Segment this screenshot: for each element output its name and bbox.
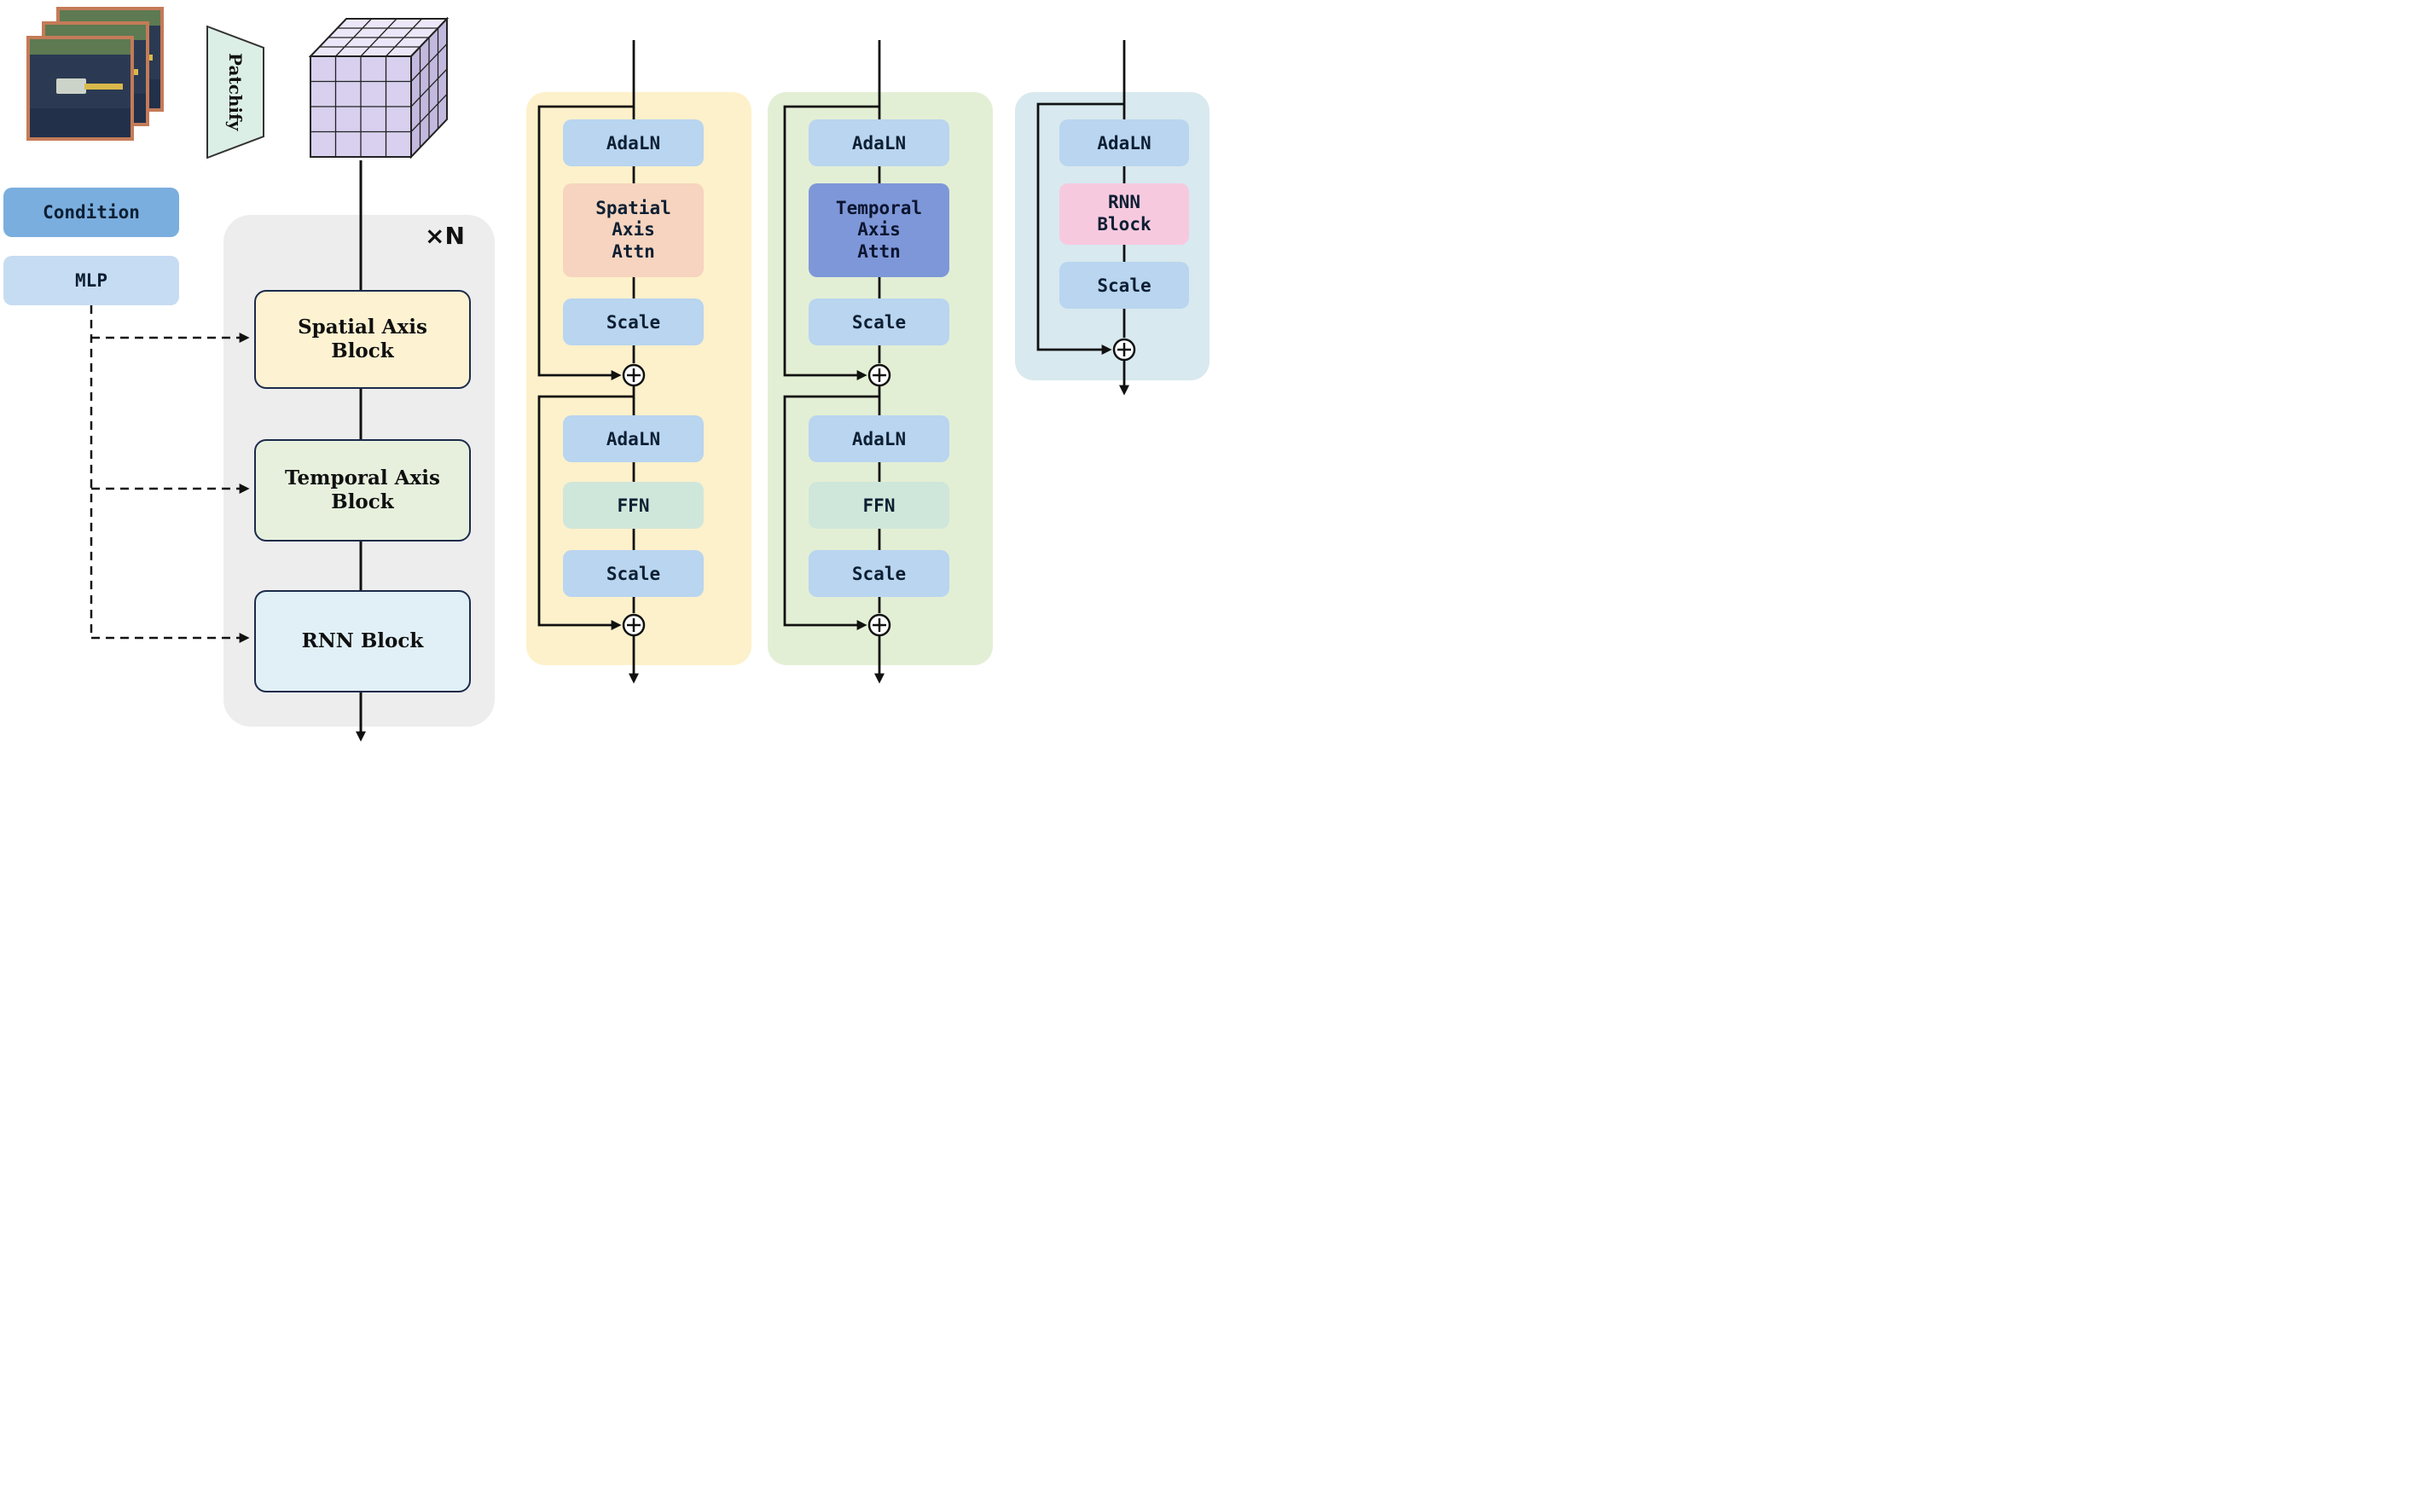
scale-box: Scale [1059, 262, 1189, 309]
adaln-label: AdaLN [851, 428, 907, 449]
repeat-count-label: ×N [425, 222, 465, 250]
scale-box: Scale [809, 298, 949, 345]
spatial-attn-label: Spatial Axis Attn [595, 197, 671, 262]
architecture-diagram: Patchify Condition MLP ×N Spat [0, 0, 1210, 756]
rnn-inner-box: RNN Block [1059, 183, 1189, 245]
adaln-box: AdaLN [563, 415, 704, 462]
adaln-label: AdaLN [606, 428, 661, 449]
rnn-inner-label: RNN Block [1097, 192, 1151, 235]
spatial-attn-box: Spatial Axis Attn [563, 183, 704, 277]
scale-label: Scale [606, 563, 661, 584]
scale-box: Scale [563, 550, 704, 597]
temporal-attn-label: Temporal Axis Attn [835, 197, 923, 262]
scale-label: Scale [606, 311, 661, 333]
scale-label: Scale [1097, 275, 1151, 296]
temporal-attn-box: Temporal Axis Attn [809, 183, 949, 277]
rnn-block-node: RNN Block [254, 590, 471, 692]
adaln-box: AdaLN [809, 415, 949, 462]
ffn-label: FFN [617, 495, 650, 516]
frame-object [55, 78, 87, 95]
patchify-funnel-shape [206, 25, 264, 159]
video-frame-front [26, 36, 134, 141]
scale-box: Scale [563, 298, 704, 345]
patch-cube-icon [309, 17, 450, 159]
mlp-label: MLP [75, 270, 107, 291]
ffn-box: FFN [809, 482, 949, 529]
frame-floor [30, 107, 131, 137]
adaln-label: AdaLN [1097, 132, 1151, 154]
condition-box: Condition [3, 188, 179, 237]
adaln-label: AdaLN [851, 132, 907, 154]
frame-arm [84, 83, 123, 90]
temporal-axis-block-label: Temporal Axis Block [285, 466, 440, 513]
ffn-label: FFN [862, 495, 896, 516]
adaln-box: AdaLN [1059, 119, 1189, 166]
scale-box: Scale [809, 550, 949, 597]
ffn-box: FFN [563, 482, 704, 529]
mlp-box: MLP [3, 256, 179, 305]
frame-sky-strip [30, 39, 131, 55]
scale-label: Scale [851, 563, 907, 584]
spatial-axis-block-node: Spatial Axis Block [254, 290, 471, 389]
adaln-label: AdaLN [606, 132, 661, 154]
patchify-funnel: Patchify [206, 25, 264, 159]
condition-label: Condition [43, 202, 140, 223]
spatial-axis-block-label: Spatial Axis Block [298, 315, 427, 362]
adaln-box: AdaLN [809, 119, 949, 166]
temporal-axis-block-node: Temporal Axis Block [254, 439, 471, 542]
scale-label: Scale [851, 311, 907, 333]
adaln-box: AdaLN [563, 119, 704, 166]
patchify-label: Patchify [225, 53, 246, 131]
rnn-block-label: RNN Block [301, 629, 424, 652]
